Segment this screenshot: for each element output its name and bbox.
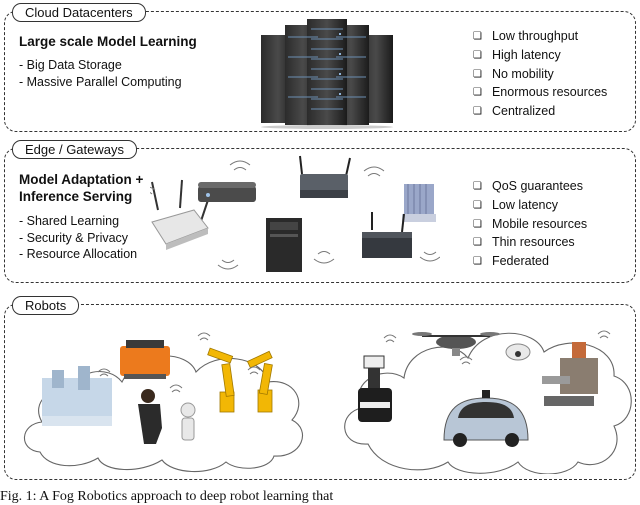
- humanoid-robot-icon: [542, 342, 598, 406]
- edge-gateway-box-icon: [362, 212, 412, 258]
- cloud-capability: - Big Data Storage: [19, 58, 122, 72]
- wifi-router-icon: [151, 179, 209, 250]
- iot-gateway-icon: [299, 155, 351, 198]
- edge-compute-icon: [402, 184, 436, 222]
- edge-tier-tag: Edge / Gateways: [12, 140, 137, 159]
- edge-trait: QoS guarantees: [473, 178, 587, 197]
- robots-illustration: [23, 330, 632, 474]
- edge-heading-line: Model Adaptation +: [19, 172, 144, 187]
- edge-trait: Mobile resources: [473, 216, 587, 235]
- cloud-trait: High latency: [473, 47, 607, 66]
- robots-tier-tag: Robots: [12, 296, 80, 315]
- edge-trait: Thin resources: [473, 234, 587, 253]
- edge-devices-illustration: [150, 155, 440, 272]
- cloud-traits-list: Low throughput High latency No mobility …: [473, 28, 607, 122]
- cloud-trait: Low throughput: [473, 28, 607, 47]
- cloud-tier: [4, 11, 636, 132]
- server-racks-illustration: [261, 19, 393, 129]
- drone-icon: [412, 332, 500, 356]
- tower-server-icon: [266, 218, 302, 272]
- edge-heading-line: Inference Serving: [19, 189, 133, 204]
- robots-tier: [4, 304, 636, 480]
- figure-caption: Fig. 1: A Fog Robotics approach to deep …: [0, 489, 334, 504]
- edge-trait: Federated: [473, 253, 587, 272]
- edge-trait: Low latency: [473, 197, 587, 216]
- edge-capability: - Security & Privacy: [19, 230, 129, 245]
- edge-capability: - Resource Allocation: [19, 247, 138, 261]
- edge-tier: [4, 148, 636, 283]
- dome-camera-icon: [505, 343, 531, 361]
- edge-capabilities: - Shared Learning - Security & Privacy -…: [19, 213, 137, 263]
- orange-mobile-robot-icon: [120, 340, 170, 379]
- cloud-trait: No mobility: [473, 66, 607, 85]
- edge-capability: - Shared Learning: [19, 214, 120, 228]
- cloud-trait: Enormous resources: [473, 84, 607, 103]
- edge-traits-list: QoS guarantees Low latency Mobile resour…: [473, 178, 587, 272]
- cloud-heading: Large scale Model Learning: [19, 34, 197, 49]
- cloud-capability: - Massive Parallel Computing: [19, 74, 182, 89]
- cloud-tier-tag: Cloud Datacenters: [12, 3, 146, 22]
- service-robot-icon: [358, 355, 392, 422]
- cloud-trait: Centralized: [473, 103, 607, 122]
- surgical-robot-icon: [42, 366, 112, 426]
- network-switch-icon: [198, 182, 256, 202]
- cloud-capabilities: - Big Data Storage - Massive Parallel Co…: [19, 57, 182, 90]
- industrial-arm-icon: [207, 347, 273, 413]
- person-with-humanoid-icon: [138, 389, 196, 444]
- edge-heading: Model Adaptation + Inference Serving: [19, 171, 143, 205]
- self-driving-car-icon: [443, 390, 529, 447]
